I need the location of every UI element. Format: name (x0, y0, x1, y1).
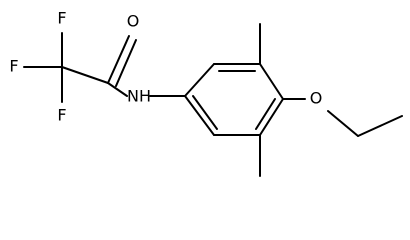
ring-inner-double-3 (192, 95, 218, 130)
ring-bond-6 (184, 95, 215, 136)
ring-inner-double-2 (255, 98, 276, 130)
bond-o-ch2 (327, 110, 359, 137)
bond-ch2-ch3 (357, 115, 403, 137)
ring-bond-1 (184, 63, 215, 97)
bond-carbonyl-double-a (107, 35, 130, 84)
ring-bond-4 (259, 98, 284, 136)
bond-cf3-carbonyl (61, 66, 109, 84)
atom-f-left: F (9, 57, 18, 76)
bond-carbonyl-double-b (115, 39, 137, 87)
atom-f-top: F (57, 9, 66, 28)
atom-nitrogen: NH (127, 87, 151, 106)
atom-oxygen-carbonyl: O (127, 12, 140, 31)
atom-oxygen-ether: O (310, 89, 323, 108)
chemical-structure: F F F O NH O (9, 9, 403, 177)
bonds (23, 23, 403, 177)
ring-bond-3 (259, 63, 284, 100)
bond-carbonyl-n (107, 82, 128, 97)
atom-f-bottom: F (57, 106, 66, 125)
atom-labels: F F F O NH O (9, 9, 322, 125)
